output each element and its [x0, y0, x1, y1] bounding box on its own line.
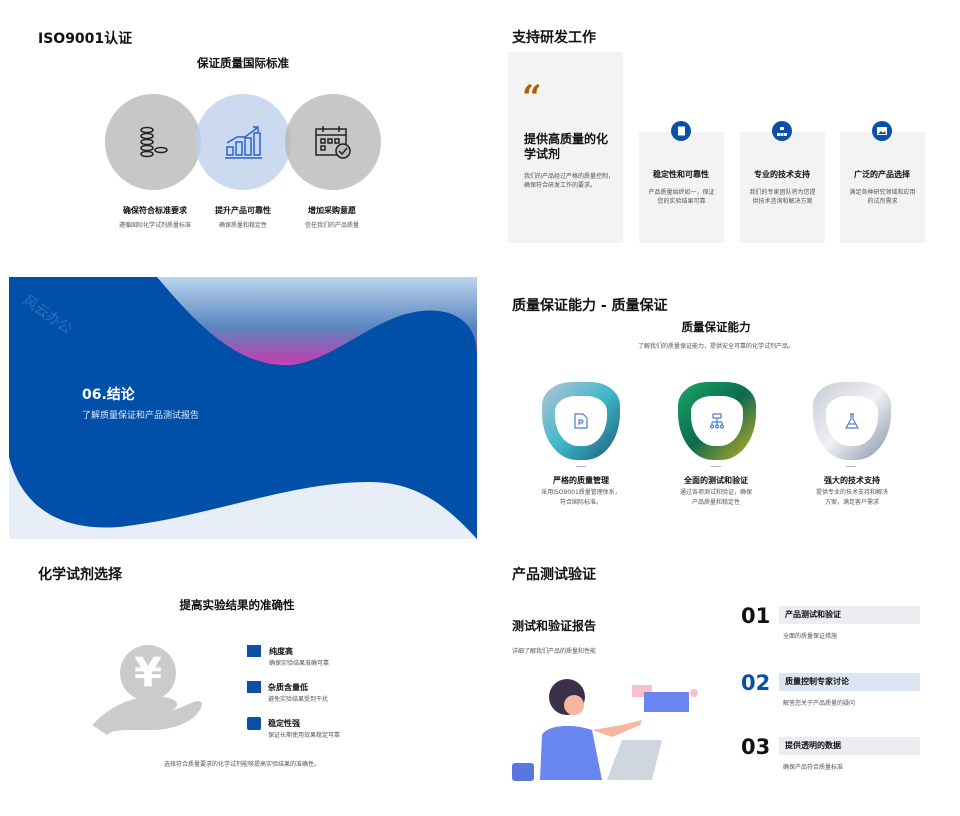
coins-icon	[105, 94, 201, 190]
slide-footer: 选择符合质量要求的化学试剂能够提高实验结果的准确性。	[163, 761, 321, 768]
card-desc: 满足各种研究领域和应用的试剂需求	[849, 189, 916, 205]
section-desc: 详细了解我们产品的质量和性能	[512, 648, 597, 655]
woman-laptop-illustration	[512, 679, 698, 781]
item-label: 强大的技术支持	[824, 476, 880, 485]
item-desc: 通过各项测试和验证，确保	[679, 489, 753, 496]
step-desc: 确保产品符合质量标准	[783, 764, 844, 771]
slide-title: 质量保证能力 - 质量保证	[512, 298, 668, 314]
slide-title: 化学试剂选择	[38, 567, 122, 583]
feature-desc: 信任我们的产品质量	[304, 222, 360, 229]
slide-desc: 了解我们的质量保证能力，提供安全可靠的化学试剂产品。	[637, 343, 795, 350]
slide-title: 支持研发工作	[512, 30, 596, 46]
slide-subtitle: 质量保证能力	[681, 320, 751, 334]
blue-wave-shape	[9, 277, 477, 539]
section-desc: 了解质量保证和产品测试报告	[82, 411, 200, 421]
main-card: “ 提供高质量的化学试剂 我们的产品经过严格的质量控制，确保符合研发工作的要求。	[508, 52, 623, 243]
yen-hand-icon: ¥	[92, 645, 204, 735]
divider	[846, 466, 856, 467]
item-label: 全面的测试和验证	[684, 476, 748, 485]
divider	[576, 466, 586, 467]
section-heading: 测试和验证报告	[512, 619, 597, 633]
feature-label: 增加采购意愿	[308, 206, 356, 215]
org-chart-icon	[772, 121, 792, 141]
item-desc: 提供专业的技术支持和解决	[815, 489, 889, 496]
item-label: 严格的质量管理	[553, 476, 609, 485]
feature-label: 确保符合标准要求	[123, 206, 187, 215]
item-desc: 方案，满足客户需求	[824, 499, 880, 506]
item-desc: 确保实验结果准确可靠	[269, 660, 330, 667]
image-icon	[247, 681, 261, 693]
card-desc: 我们的产品经过严格的质量控制，确保符合研发工作的要求。	[524, 173, 615, 189]
card-label: 广泛的产品选择	[854, 170, 910, 179]
slide-title: ISO9001认证	[38, 31, 133, 47]
feature-desc: 遵循国际化学试剂质量标准	[118, 222, 192, 229]
feature-desc: 确保质量和稳定性	[218, 222, 268, 229]
document-icon	[542, 382, 620, 460]
step-number: 02	[741, 671, 771, 695]
step-desc: 全面的质量保证措施	[783, 633, 838, 640]
feature-card: 稳定性和可靠性 产品质量始终如一，保证您的实验结果可靠	[639, 132, 724, 243]
briefcase-icon	[247, 645, 261, 657]
feature-label: 提升产品可靠性	[215, 206, 271, 215]
flowchart-icon	[678, 382, 756, 460]
item-desc: 保证长期使用效果稳定可靠	[268, 732, 341, 739]
slide-title: 产品测试验证	[512, 567, 596, 583]
quote-icon: “	[522, 78, 542, 118]
card-label: 稳定性和可靠性	[653, 170, 709, 179]
step-label: 产品测试和验证	[779, 606, 920, 624]
item-label: 纯度高	[269, 647, 293, 656]
item-label: 稳定性强	[268, 719, 300, 728]
slide-subtitle: 保证质量国际标准	[197, 56, 289, 70]
divider	[711, 466, 721, 467]
section-heading: 06.结论	[82, 387, 135, 403]
document-icon	[671, 121, 691, 141]
card-desc: 产品质量始终如一，保证您的实验结果可靠	[648, 189, 715, 205]
feature-card: 专业的技术支持 我们的专家团队将为您提供技术咨询和解决方案	[740, 132, 825, 243]
image-icon	[872, 121, 892, 141]
step-label: 质量控制专家讨论	[779, 673, 920, 691]
step-desc: 解答您关于产品质量的疑问	[783, 700, 856, 707]
item-desc: 采用ISO9001质量管理体系，	[541, 489, 621, 496]
feature-card: 广泛的产品选择 满足各种研究领域和应用的试剂需求	[840, 132, 925, 243]
card-label: 专业的技术支持	[754, 170, 810, 179]
step-label: 提供透明的数据	[779, 737, 920, 755]
card-desc: 我们的专家团队将为您提供技术咨询和解决方案	[749, 189, 816, 205]
step-number: 01	[741, 604, 771, 628]
yen-symbol: ¥	[120, 645, 176, 701]
item-desc: 符合国际标准。	[559, 499, 603, 506]
calendar-check-icon	[285, 94, 381, 190]
item-desc: 产品质量和稳定性	[691, 499, 741, 506]
step-number: 03	[741, 735, 771, 759]
card-heading: 提供高质量的化学试剂	[524, 132, 609, 161]
slide-subtitle: 提高实验结果的准确性	[179, 598, 295, 612]
slide-conclusion: 风云办公 06.结论 了解质量保证和产品测试报告	[9, 277, 477, 539]
item-desc: 避免实验结果受到干扰	[268, 696, 329, 703]
item-label: 杂质含量低	[268, 683, 308, 692]
printer-icon	[247, 717, 261, 730]
growth-chart-icon	[195, 94, 291, 190]
flask-icon	[813, 382, 891, 460]
